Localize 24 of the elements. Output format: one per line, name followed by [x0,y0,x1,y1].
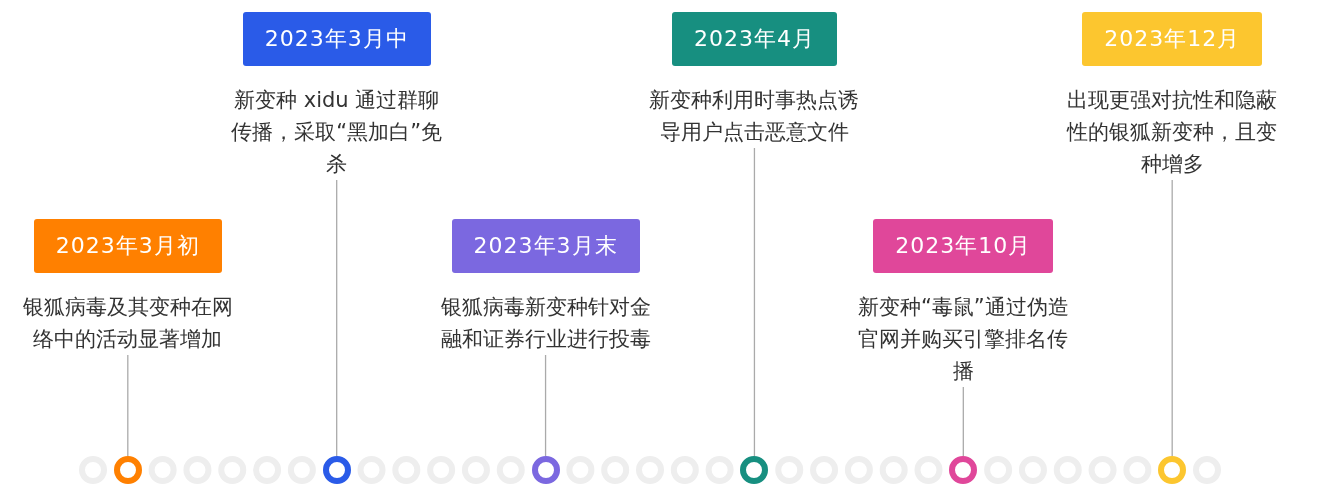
date-label: 2023年3月末 [451,219,640,273]
event-description: 新变种利用时事热点诱导用户点击恶意文件 [648,87,861,146]
timeline-marker [949,456,978,484]
leader-line [1171,179,1173,457]
date-label: 2023年4月 [671,12,837,66]
timeline-marker [740,456,769,484]
event-description: 银狐病毒新变种针对金融和证券行业进行投毒 [439,294,652,353]
timeline-marker [322,456,351,484]
timeline-marker [1158,456,1187,484]
event-description: 新变种“毒鼠”通过伪造官网并购买引擎排名传播 [856,294,1070,385]
event-description: 出现更强对抗性和隐蔽性的银狐新变种，且变种增多 [1065,87,1279,178]
leader-line [962,386,964,457]
leader-line [544,354,547,457]
timeline-marker [113,456,142,484]
date-label: 2023年12月 [1082,12,1263,66]
leader-line [127,354,129,457]
event-description: 新变种 xidu 通过群聊传播，采取“黑加白”免杀 [230,87,444,178]
date-label: 2023年3月初 [33,219,222,273]
event-description: 银狐病毒及其变种在网络中的活动显著增加 [21,294,234,353]
timeline-marker [531,456,560,484]
date-label: 2023年3月中 [242,12,431,66]
date-label: 2023年10月 [873,219,1054,273]
leader-line [753,147,756,457]
leader-line [336,179,338,457]
